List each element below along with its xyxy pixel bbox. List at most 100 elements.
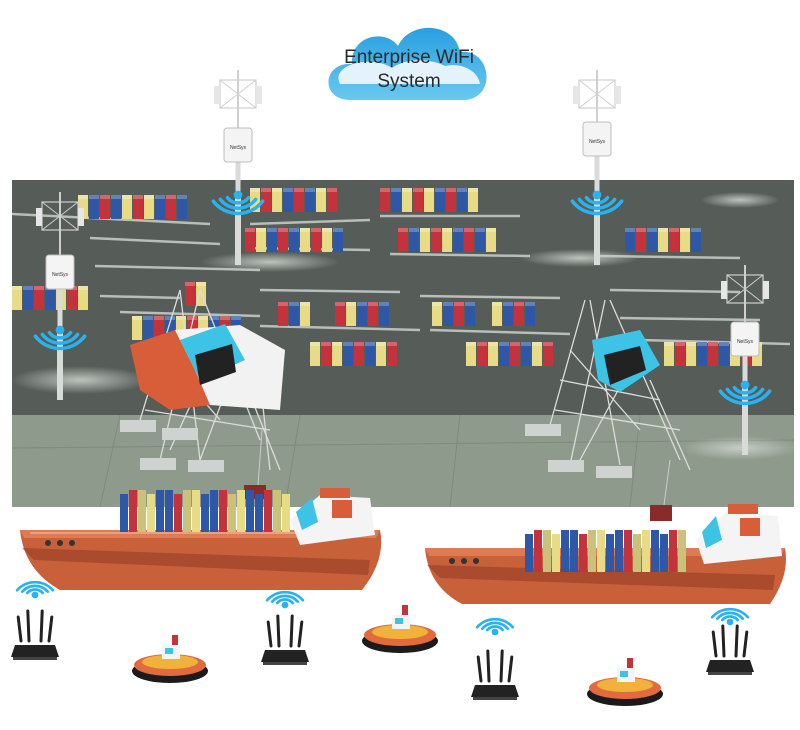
container-stacks (12, 188, 762, 366)
container-icon (357, 302, 367, 326)
container-icon (354, 342, 364, 366)
container-icon (365, 342, 375, 366)
tugboats (132, 605, 663, 706)
container-icon (165, 490, 173, 532)
container-icon (300, 302, 310, 326)
container-icon (289, 302, 299, 326)
container-icon (327, 188, 337, 212)
container-icon (316, 188, 326, 212)
container-icon (289, 228, 299, 252)
container-icon (579, 534, 587, 572)
container-icon (431, 228, 441, 252)
gantry-crane-right (525, 299, 691, 521)
container-icon (525, 302, 535, 326)
container-icon (272, 188, 282, 212)
container-icon (67, 286, 77, 310)
tugboat-icon (132, 635, 208, 683)
access-point-icon: NetSys (718, 265, 772, 455)
container-icon (310, 342, 320, 366)
tugboat-icon (587, 658, 663, 706)
container-icon (534, 530, 542, 572)
container-icon (475, 228, 485, 252)
container-icon (335, 302, 345, 326)
container-icon (154, 316, 164, 340)
container-icon (532, 342, 542, 366)
router-icon (261, 590, 309, 665)
container-icon (138, 490, 146, 532)
container-icon (122, 195, 132, 219)
container-icon (256, 228, 266, 252)
container-icon (697, 342, 707, 366)
cloud-title-line1: Enterprise WiFi (344, 47, 474, 68)
container-icon (642, 530, 650, 572)
container-icon (155, 195, 165, 219)
container-icon (510, 342, 520, 366)
container-icon (210, 490, 218, 532)
container-icon (120, 494, 128, 532)
container-icon (174, 494, 182, 532)
container-icon (34, 286, 44, 310)
container-icon (346, 302, 356, 326)
container-icon (166, 195, 176, 219)
container-icon (680, 228, 690, 252)
container-icon (454, 302, 464, 326)
container-icon (477, 342, 487, 366)
container-icon (686, 342, 696, 366)
container-icon (432, 302, 442, 326)
container-icon (278, 302, 288, 326)
tugboat-icon (362, 605, 438, 653)
router-icon (706, 607, 754, 675)
container-icon (246, 490, 254, 532)
container-icon (185, 282, 195, 306)
container-icon (311, 228, 321, 252)
container-icon (398, 228, 408, 252)
ship-container-stack (120, 490, 290, 532)
container-icon (453, 228, 463, 252)
container-icon (420, 228, 430, 252)
container-icon (409, 228, 419, 252)
wifi-signal-icon (570, 190, 624, 216)
container-icon (443, 302, 453, 326)
container-icon (89, 195, 99, 219)
container-icon (719, 342, 729, 366)
gantry-crane-left (120, 289, 285, 499)
container-icon (100, 195, 110, 219)
port-yard (10, 180, 800, 508)
container-icon (624, 530, 632, 572)
container-icon (543, 530, 551, 572)
container-icon (552, 534, 560, 572)
container-icon (658, 228, 668, 252)
container-icon (597, 530, 605, 572)
container-icon (466, 342, 476, 366)
cloud-title-line2: System (377, 71, 440, 92)
container-icon (678, 530, 686, 572)
container-icon (691, 228, 701, 252)
wifi-signal-icon (33, 325, 87, 351)
container-icon (267, 228, 277, 252)
quay-joints (11, 414, 795, 508)
container-icon (192, 490, 200, 532)
container-icon (219, 490, 227, 532)
container-icon (368, 302, 378, 326)
container-icon (464, 228, 474, 252)
access-point-icon: NetSys (570, 70, 624, 265)
container-icon (23, 286, 33, 310)
container-icon (111, 195, 121, 219)
container-icon (379, 302, 389, 326)
container-icon (675, 342, 685, 366)
svg-text:NetSys: NetSys (230, 145, 247, 151)
container-icon (294, 188, 304, 212)
container-icon (380, 188, 390, 212)
container-icon (245, 228, 255, 252)
container-icon (465, 302, 475, 326)
hanging-container (650, 505, 672, 521)
access-point-icon: NetSys (33, 192, 87, 400)
cargo-ship-right (425, 504, 786, 604)
container-icon (144, 195, 154, 219)
container-icon (237, 490, 245, 532)
container-icon (651, 530, 659, 572)
container-icon (708, 342, 718, 366)
container-icon (503, 302, 513, 326)
container-icon (300, 228, 310, 252)
